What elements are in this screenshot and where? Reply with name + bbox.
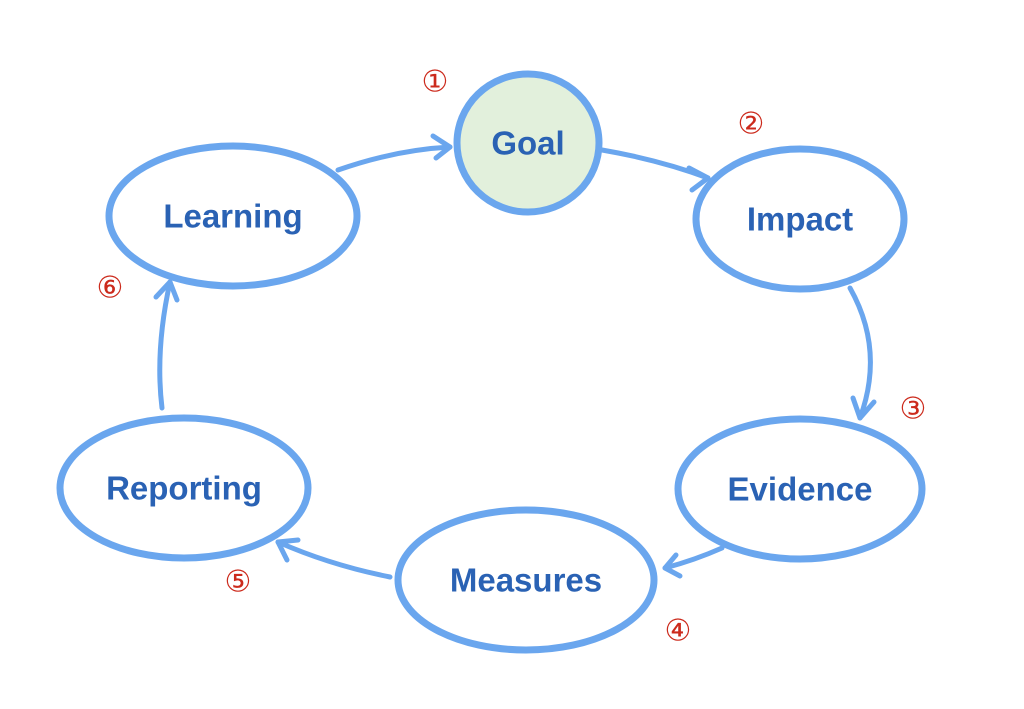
node-goal-label: Goal xyxy=(491,125,564,162)
node-learning-label: Learning xyxy=(163,198,302,235)
arrowhead-learning xyxy=(153,279,180,303)
connectors xyxy=(153,133,877,580)
node-reporting-shape xyxy=(56,414,312,562)
connector-reporting-learning xyxy=(157,279,173,411)
node-evidence-shape xyxy=(674,415,926,563)
node-reporting: Reporting xyxy=(56,414,312,562)
connector-goal-impact xyxy=(599,147,711,181)
arrowhead-reporting xyxy=(275,537,301,563)
node-impact-shape xyxy=(692,145,908,293)
node-evidence: Evidence xyxy=(674,415,926,563)
node-impact-label: Impact xyxy=(747,201,853,238)
step-number-5: ⑤ xyxy=(225,565,252,600)
connector-evidence-measures xyxy=(662,545,725,571)
step-number-1: ① xyxy=(422,65,449,100)
step-number-4: ④ xyxy=(665,614,692,649)
arrowhead-evidence xyxy=(850,395,877,421)
node-measures: Measures xyxy=(394,506,658,654)
step-number-3: ③ xyxy=(900,392,927,427)
node-reporting-label: Reporting xyxy=(106,470,262,507)
node-evidence-label: Evidence xyxy=(728,471,873,508)
connector-impact-evidence xyxy=(847,285,873,421)
step-numbers: ① ② ③ ④ ⑤ ⑥ xyxy=(97,65,927,649)
node-learning: Learning xyxy=(105,142,361,290)
arrowhead-measures xyxy=(662,552,683,579)
connector-measures-reporting xyxy=(275,539,393,580)
step-number-2: ② xyxy=(738,107,765,142)
node-measures-shape xyxy=(394,506,658,654)
node-learning-shape xyxy=(105,142,361,290)
node-measures-label: Measures xyxy=(450,562,602,599)
step-number-6: ⑥ xyxy=(97,271,124,306)
node-goal-shape xyxy=(453,70,603,216)
node-goal: Goal xyxy=(453,70,603,216)
node-impact: Impact xyxy=(692,145,908,293)
connector-learning-goal xyxy=(335,144,453,173)
arrowhead-impact xyxy=(686,165,711,193)
arrowhead-goal xyxy=(430,133,453,161)
